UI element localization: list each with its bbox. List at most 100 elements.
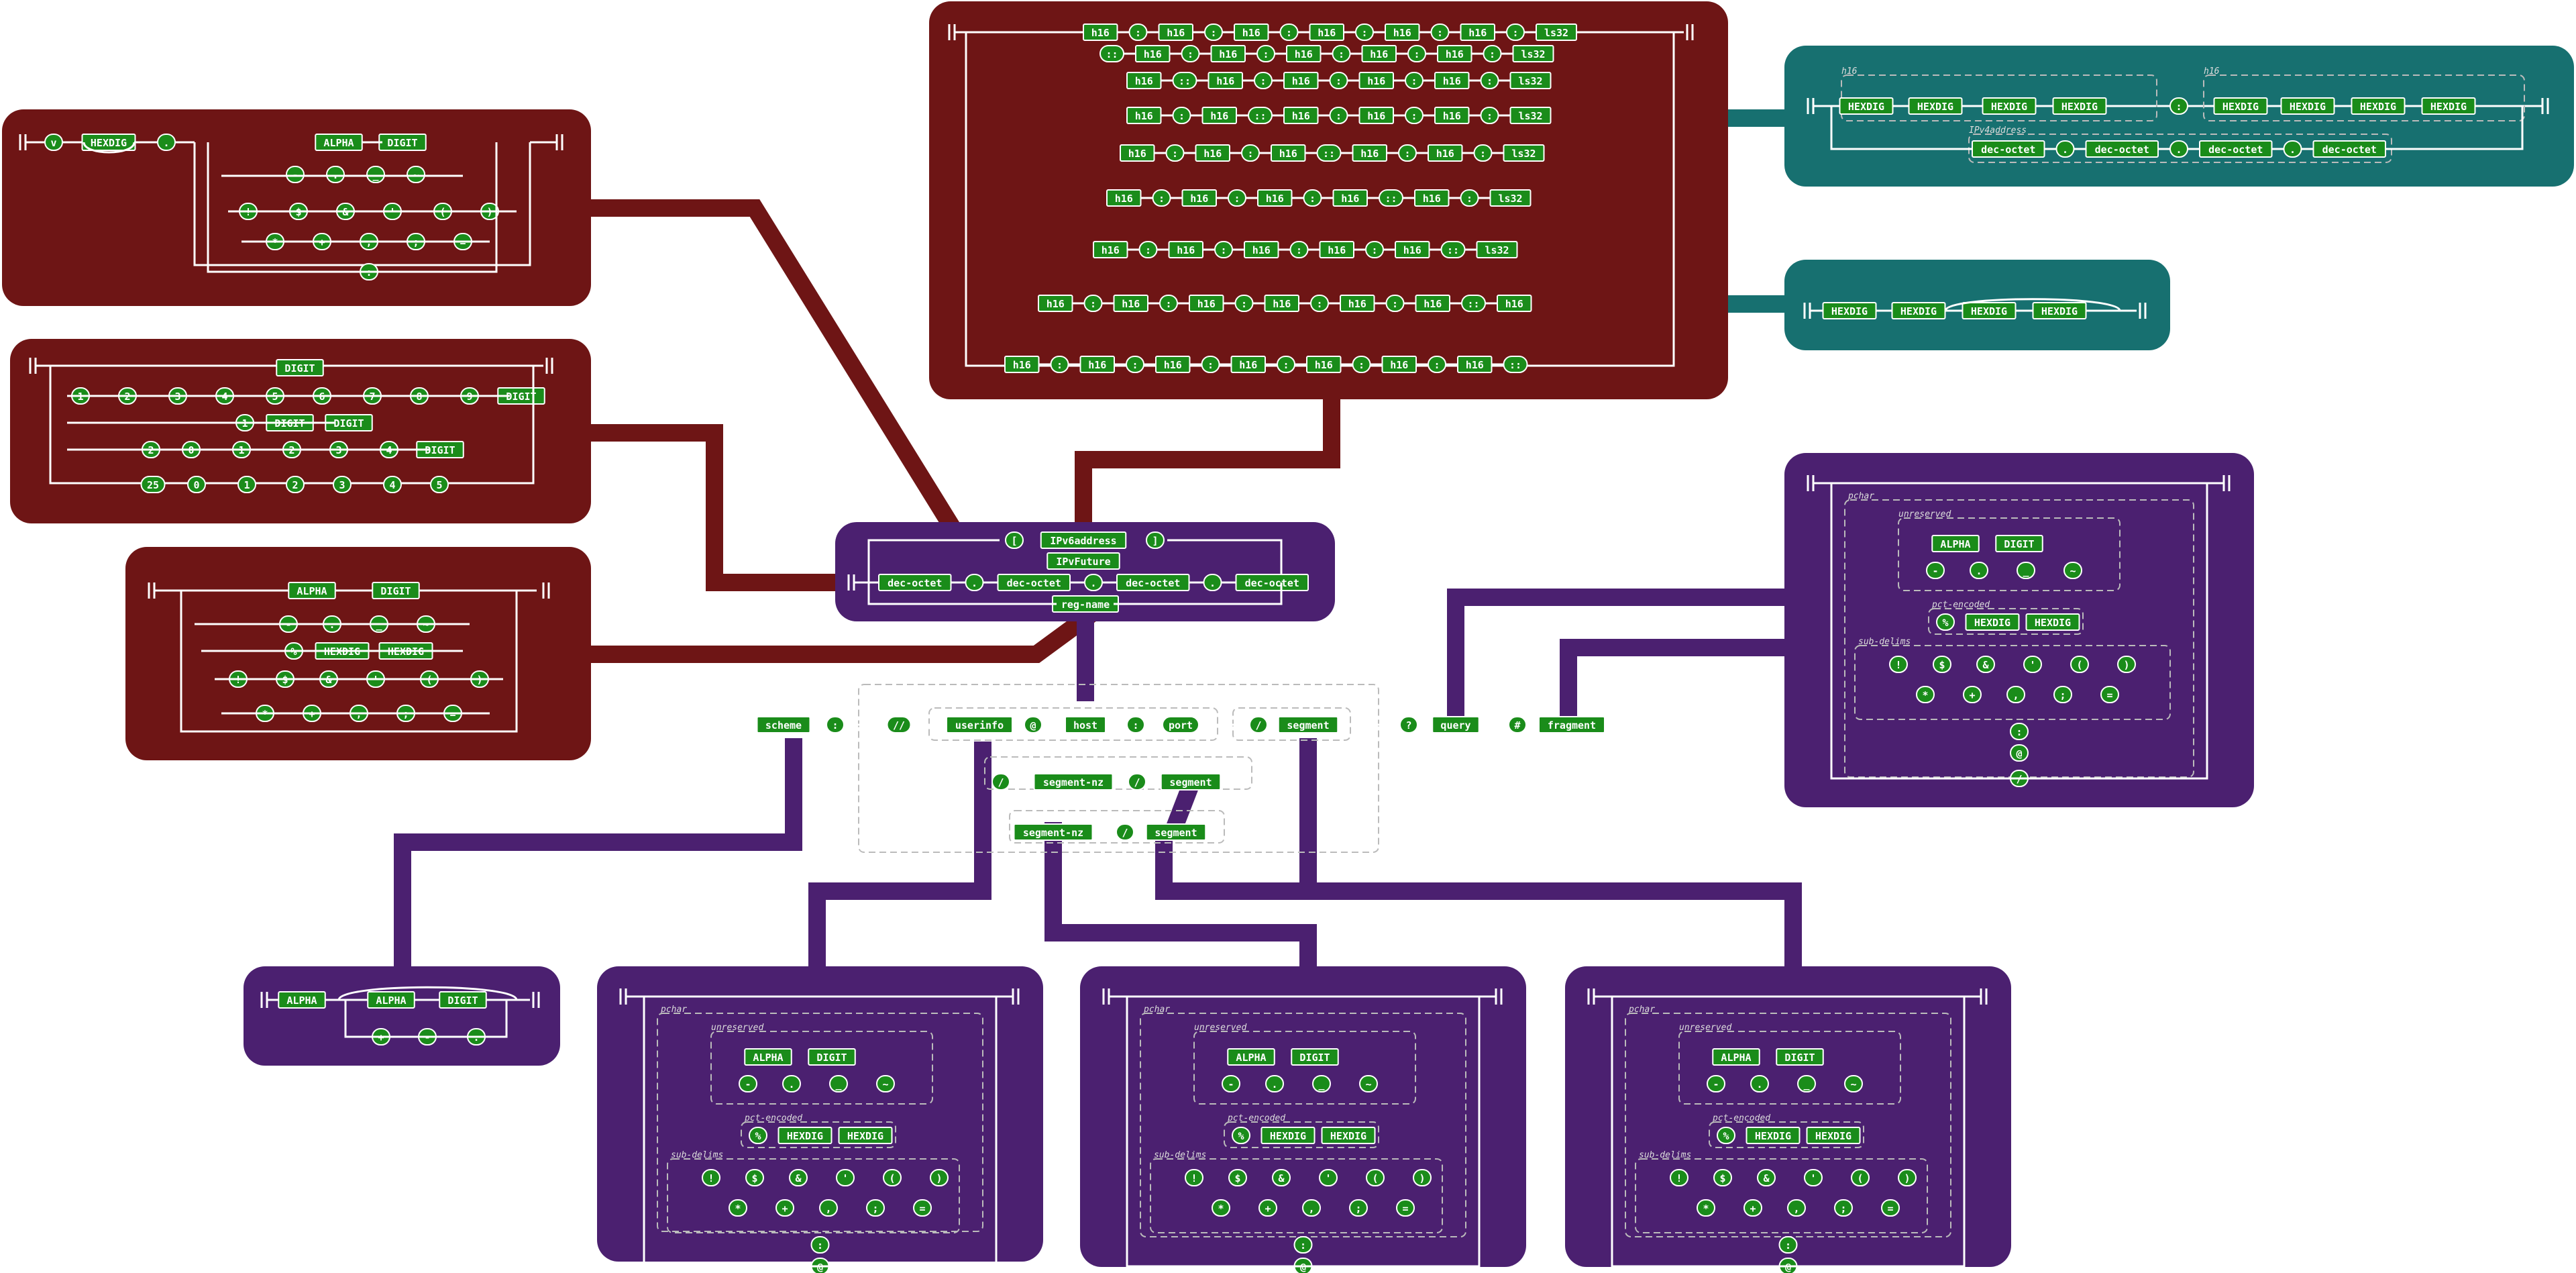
node-label: ; [1840,1203,1846,1215]
terminal-node: ; [1349,1199,1368,1217]
node-shape [1844,1075,1863,1092]
node-label: : [1309,193,1316,205]
group-caption: unreserved [1898,509,1951,519]
node-label: ls32 [1521,48,1545,60]
terminal-node: 25 [140,476,166,493]
node-shape [1712,1048,1760,1066]
nonterminal-node: DIGIT [808,1048,856,1066]
terminal-node: ~ [1359,1075,1378,1092]
terminal-node: : [1405,107,1424,124]
nonterminal-node: h16 [1306,356,1342,373]
group-box [1854,645,2171,720]
node-shape [1265,1075,1284,1092]
terminal-node: ' [2023,656,2042,673]
connector-link [1447,589,1791,718]
node-label: : [2176,101,2182,113]
node-label: % [1723,1130,1729,1142]
node-label: = [919,1203,925,1215]
node-label: h16 [1144,48,1162,60]
node-label: h16 [1393,27,1411,39]
node-label: h16 [1292,75,1310,87]
node-shape [1508,716,1527,733]
terminal-node: : [1352,356,1371,373]
terminal-node: % [1717,1127,1735,1144]
terminal-node: & [1976,656,1995,673]
terminal-node: * [729,1199,747,1217]
node-label: h16 [1318,27,1336,39]
nonterminal-node: fragment [1538,716,1605,733]
node-shape [775,1199,794,1217]
terminal-node: . [2169,140,2188,158]
group-caption: pct-encoded [744,1113,802,1123]
terminal-node: + [1258,1199,1277,1217]
terminal-node: - [1926,562,1945,579]
terminal-node: :: [1316,144,1342,162]
nonterminal-node: h16 [1106,189,1142,207]
node-label: h16 [1216,75,1234,87]
node-shape [315,134,363,151]
node-shape [1933,656,1951,673]
node-label: h16 [1424,298,1442,310]
nonterminal-node: h16 [1181,189,1217,207]
node-shape [367,991,415,1009]
node-label: IPv6address [1050,535,1116,547]
nonterminal-node: HEXDIG [1908,97,1963,115]
node-label: : [1247,148,1253,160]
nonterminal-node: DIGIT [325,414,373,431]
terminal-node: : [1329,72,1348,89]
node-label: h16 [1091,27,1110,39]
node-shape [2010,723,2029,740]
node-label: h16 [1390,359,1408,371]
node-shape [1916,686,1935,703]
node-label: h16 [1046,298,1065,310]
terminal-node: / [991,773,1010,791]
terminal-node: : [1473,144,1493,162]
node-shape [1222,1075,1240,1092]
nonterminal-node: DIGIT [416,441,464,458]
group-box [1841,74,2157,121]
node-shape [1797,1075,1816,1092]
terminal-node: / [1128,773,1146,791]
node-shape [2023,656,2042,673]
node-label: HEXDIG [2430,101,2467,113]
node-label: v [50,137,56,149]
nonterminal-node: h16 [1201,107,1237,124]
terminal-node: : [1152,189,1171,207]
terminal-node: [ [1005,531,1024,549]
node-shape [1291,1048,1339,1066]
node-shape [1145,823,1207,841]
node-shape [1839,97,1894,115]
node-label: : [1338,48,1344,60]
nonterminal-node: h16 [1361,45,1397,62]
nonterminal-node: h16 [1319,241,1354,258]
rail-branch [867,539,1000,582]
node-label: HEXDIG [2035,617,2071,629]
node-shape [744,1048,792,1066]
nonterminal-node: h16 [1271,144,1306,162]
node-label: : [1220,244,1226,256]
terminal-node: : [1289,241,1309,258]
terminal-node: . [1970,562,1988,579]
terminal-node: 3 [333,476,352,493]
terminal-node: : [2169,97,2188,115]
node-shape [1349,1199,1368,1217]
node-shape [810,1236,830,1254]
node-label: reg-name [1061,599,1110,611]
terminal-node: . [1203,574,1222,591]
nonterminal-node: h16 [1230,356,1266,373]
node-label: : [1132,359,1138,371]
node-label: , [1793,1203,1799,1215]
node-label: h16 [1292,110,1310,122]
node-label: + [1969,689,1975,701]
terminal-node: 1 [237,476,256,493]
terminal-node: _ [829,1075,848,1092]
nonterminal-node: h16 [1415,295,1450,312]
node-label: + [1265,1203,1271,1215]
node-shape [1126,716,1145,733]
terminal-node: // [886,716,912,733]
node-label: h16 [1273,298,1291,310]
nonterminal-node: h16 [1257,189,1293,207]
